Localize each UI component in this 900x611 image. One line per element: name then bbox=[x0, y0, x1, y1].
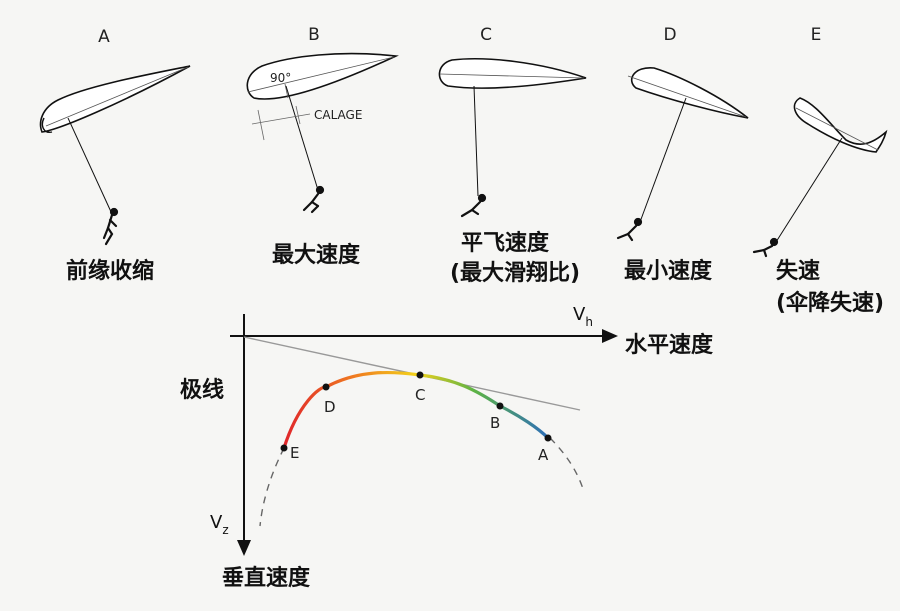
wing-a-group: A 前缘收缩 bbox=[39, 27, 191, 284]
polar-graph: E D C B A 极线 Vh 水平速度 Vz 垂直速度 bbox=[180, 304, 714, 591]
wing-c-chord bbox=[439, 73, 585, 79]
h-axis-symbol: Vh bbox=[573, 304, 593, 329]
wing-e-group: E 失速 (伞降失速) bbox=[752, 25, 888, 316]
wing-b-calage-dim bbox=[251, 113, 311, 125]
polar-point-c bbox=[416, 371, 424, 379]
wing-e-letter: E bbox=[811, 25, 822, 45]
wing-b-angle-label: 90° bbox=[270, 71, 291, 85]
wing-c-pilot bbox=[460, 193, 487, 218]
wing-e-airfoil bbox=[793, 97, 888, 153]
wing-d-letter: D bbox=[663, 25, 676, 45]
v-axis-label: 垂直速度 bbox=[222, 565, 311, 591]
wing-d-line bbox=[639, 97, 687, 223]
wing-b-group: B 90° CALAGE 最大速度 bbox=[246, 25, 399, 268]
wing-c-caption-line2: (最大滑翔比) bbox=[450, 260, 580, 286]
wing-d-airfoil bbox=[630, 67, 749, 119]
polar-title: 极线 bbox=[180, 377, 224, 403]
polar-point-e bbox=[280, 444, 288, 452]
wing-c-line bbox=[473, 85, 479, 197]
wing-d-pilot bbox=[616, 217, 643, 242]
polar-dashed-right bbox=[549, 437, 585, 493]
wing-a-pilot bbox=[102, 207, 119, 246]
wing-b-calage-label: CALAGE bbox=[314, 108, 362, 122]
wing-a-chord bbox=[45, 66, 189, 127]
wing-b-airfoil bbox=[246, 52, 399, 100]
polar-label-e: E bbox=[290, 444, 299, 462]
wing-d-chord bbox=[627, 75, 747, 118]
polar-dashed-left bbox=[259, 447, 285, 527]
wing-c-airfoil bbox=[438, 58, 587, 89]
wing-b-calage-tick-left bbox=[257, 109, 265, 141]
polar-point-a bbox=[544, 434, 552, 442]
wing-a-line bbox=[67, 117, 113, 215]
wing-d-group: D 最小速度 bbox=[616, 25, 749, 284]
polar-label-a: A bbox=[538, 446, 549, 464]
wing-c-group: C 平飞速度 (最大滑翔比) bbox=[438, 25, 587, 286]
wing-e-caption-line1: 失速 bbox=[776, 258, 820, 284]
wing-e-line bbox=[775, 137, 843, 243]
wing-b-right-angle bbox=[284, 83, 289, 99]
wing-b-calage-tick-right bbox=[295, 105, 301, 125]
wing-e-chord bbox=[795, 107, 879, 151]
vertical-axis-arrow bbox=[237, 540, 251, 556]
wing-b-pilot bbox=[302, 185, 325, 214]
v-axis-symbol: Vz bbox=[210, 512, 229, 537]
h-axis-label: 水平速度 bbox=[625, 332, 714, 358]
polar-label-b: B bbox=[490, 414, 500, 432]
wing-b-line bbox=[285, 85, 319, 191]
polar-label-d: D bbox=[324, 398, 336, 416]
polar-point-d bbox=[322, 383, 330, 391]
wing-c-letter: C bbox=[480, 25, 492, 45]
wing-c-caption-line1: 平飞速度 bbox=[461, 230, 550, 256]
wing-a-collapsed-edge bbox=[41, 117, 53, 133]
wing-b-letter: B bbox=[308, 25, 320, 45]
wing-b-caption: 最大速度 bbox=[272, 242, 361, 268]
wing-d-caption: 最小速度 bbox=[624, 258, 713, 284]
horizontal-axis-arrow bbox=[602, 329, 618, 343]
wing-a-caption: 前缘收缩 bbox=[66, 258, 154, 284]
polar-label-c: C bbox=[415, 386, 425, 404]
wing-e-pilot bbox=[752, 237, 779, 258]
wing-e-caption-line2: (伞降失速) bbox=[776, 290, 884, 316]
wing-a-letter: A bbox=[98, 27, 110, 47]
wing-b-chord bbox=[247, 56, 395, 93]
wing-a-airfoil bbox=[39, 65, 191, 133]
polar-point-b bbox=[496, 402, 504, 410]
